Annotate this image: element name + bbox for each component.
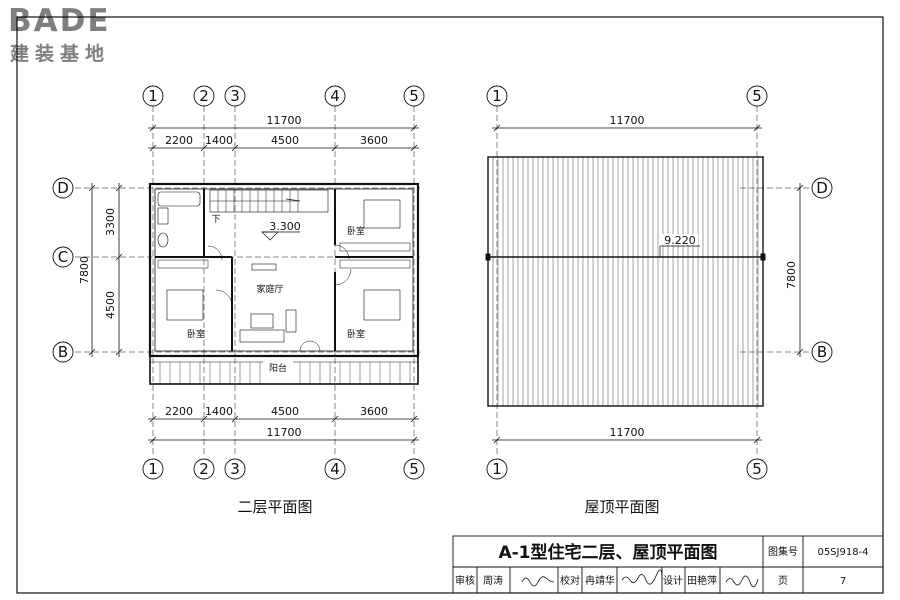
roof-axis-D: D: [816, 179, 828, 197]
axis-1-bottom: 1: [148, 460, 158, 478]
dim-bay-1-bottom: 2200: [165, 405, 193, 418]
ridge-elevation: 9.220: [664, 234, 696, 247]
axis-B-left: B: [58, 343, 68, 361]
brand-logo: BADE 建装基地: [8, 4, 148, 70]
sheet-border: [16, 16, 884, 594]
dim-side-3300: 3300: [104, 208, 117, 236]
signature-check: [621, 569, 663, 585]
axis-5-bottom: 5: [409, 460, 419, 478]
dim-bay-3-bottom: 4500: [271, 405, 299, 418]
room-bedroom-top-right: 卧室: [347, 225, 365, 237]
dim-bay-1: 2200: [165, 134, 193, 147]
title-block: [452, 535, 884, 594]
axis-D-left: D: [57, 179, 69, 197]
dim-total-top: 11700: [267, 114, 302, 127]
drawing-title: A-1型住宅二层、屋顶平面图: [498, 542, 717, 563]
axis-3-top: 3: [230, 87, 240, 105]
axis-2-bottom: 2: [199, 460, 209, 478]
roof-dim-total-top: 11700: [610, 114, 645, 127]
axis-bubbles-right: [486, 85, 833, 480]
logo-wordmark: BADE: [8, 3, 111, 39]
signature-review: [521, 576, 555, 587]
dim-bay-4: 3600: [360, 134, 388, 147]
dim-bay-2: 1400: [205, 134, 233, 147]
room-balcony: 阳台: [269, 362, 287, 374]
floor-elevation: 3.300: [269, 220, 301, 233]
axis-3-bottom: 3: [230, 460, 240, 478]
dim-bay-2-bottom: 1400: [205, 405, 233, 418]
caption-second-floor: 二层平面图: [237, 498, 312, 516]
axis-4-bottom: 4: [330, 460, 340, 478]
signature-design: [725, 575, 759, 588]
room-bedroom-bottom-right: 卧室: [347, 328, 365, 340]
second-floor-plan: [75, 106, 420, 455]
axis-5-top: 5: [409, 87, 419, 105]
roof-axis-1-bottom: 1: [492, 460, 502, 478]
dim-side-4500: 4500: [104, 291, 117, 319]
roof-dim-total-bottom: 11700: [610, 426, 645, 439]
roof-axis-5-top: 5: [752, 87, 762, 105]
review-label: 审核: [455, 574, 475, 587]
logo-tagline: 建装基地: [10, 43, 111, 65]
axis-bubbles-left: [52, 85, 425, 480]
check-name: 冉靖华: [585, 574, 615, 587]
room-family-hall: 家庭厅: [256, 283, 283, 295]
stair-down-mark: 下: [211, 215, 220, 225]
design-name: 田艳萍: [687, 574, 717, 587]
review-name: 周涛: [483, 574, 503, 587]
roof-plan: [485, 106, 812, 455]
axis-1-top: 1: [148, 87, 158, 105]
dim-bay-4-bottom: 3600: [360, 405, 388, 418]
dim-side-7800: 7800: [78, 256, 91, 284]
roof-axis-B: B: [817, 343, 827, 361]
design-label: 设计: [663, 574, 683, 587]
check-label: 校对: [560, 574, 580, 587]
atlas-number: 05SJ918-4: [817, 547, 868, 558]
axis-4-top: 4: [330, 87, 340, 105]
caption-roof: 屋顶平面图: [584, 498, 659, 516]
dim-bay-3: 4500: [271, 134, 299, 147]
roof-axis-5-bottom: 5: [752, 460, 762, 478]
atlas-label: 图集号: [768, 545, 798, 558]
axis-C-left: C: [58, 248, 68, 266]
room-bedroom-left: 卧室: [187, 328, 205, 340]
dim-total-bottom: 11700: [267, 426, 302, 439]
roof-axis-1-top: 1: [492, 87, 502, 105]
page-number: 7: [840, 576, 846, 587]
roof-dim-side: 7800: [785, 261, 798, 289]
axis-2-top: 2: [199, 87, 209, 105]
page-label: 页: [778, 575, 788, 587]
